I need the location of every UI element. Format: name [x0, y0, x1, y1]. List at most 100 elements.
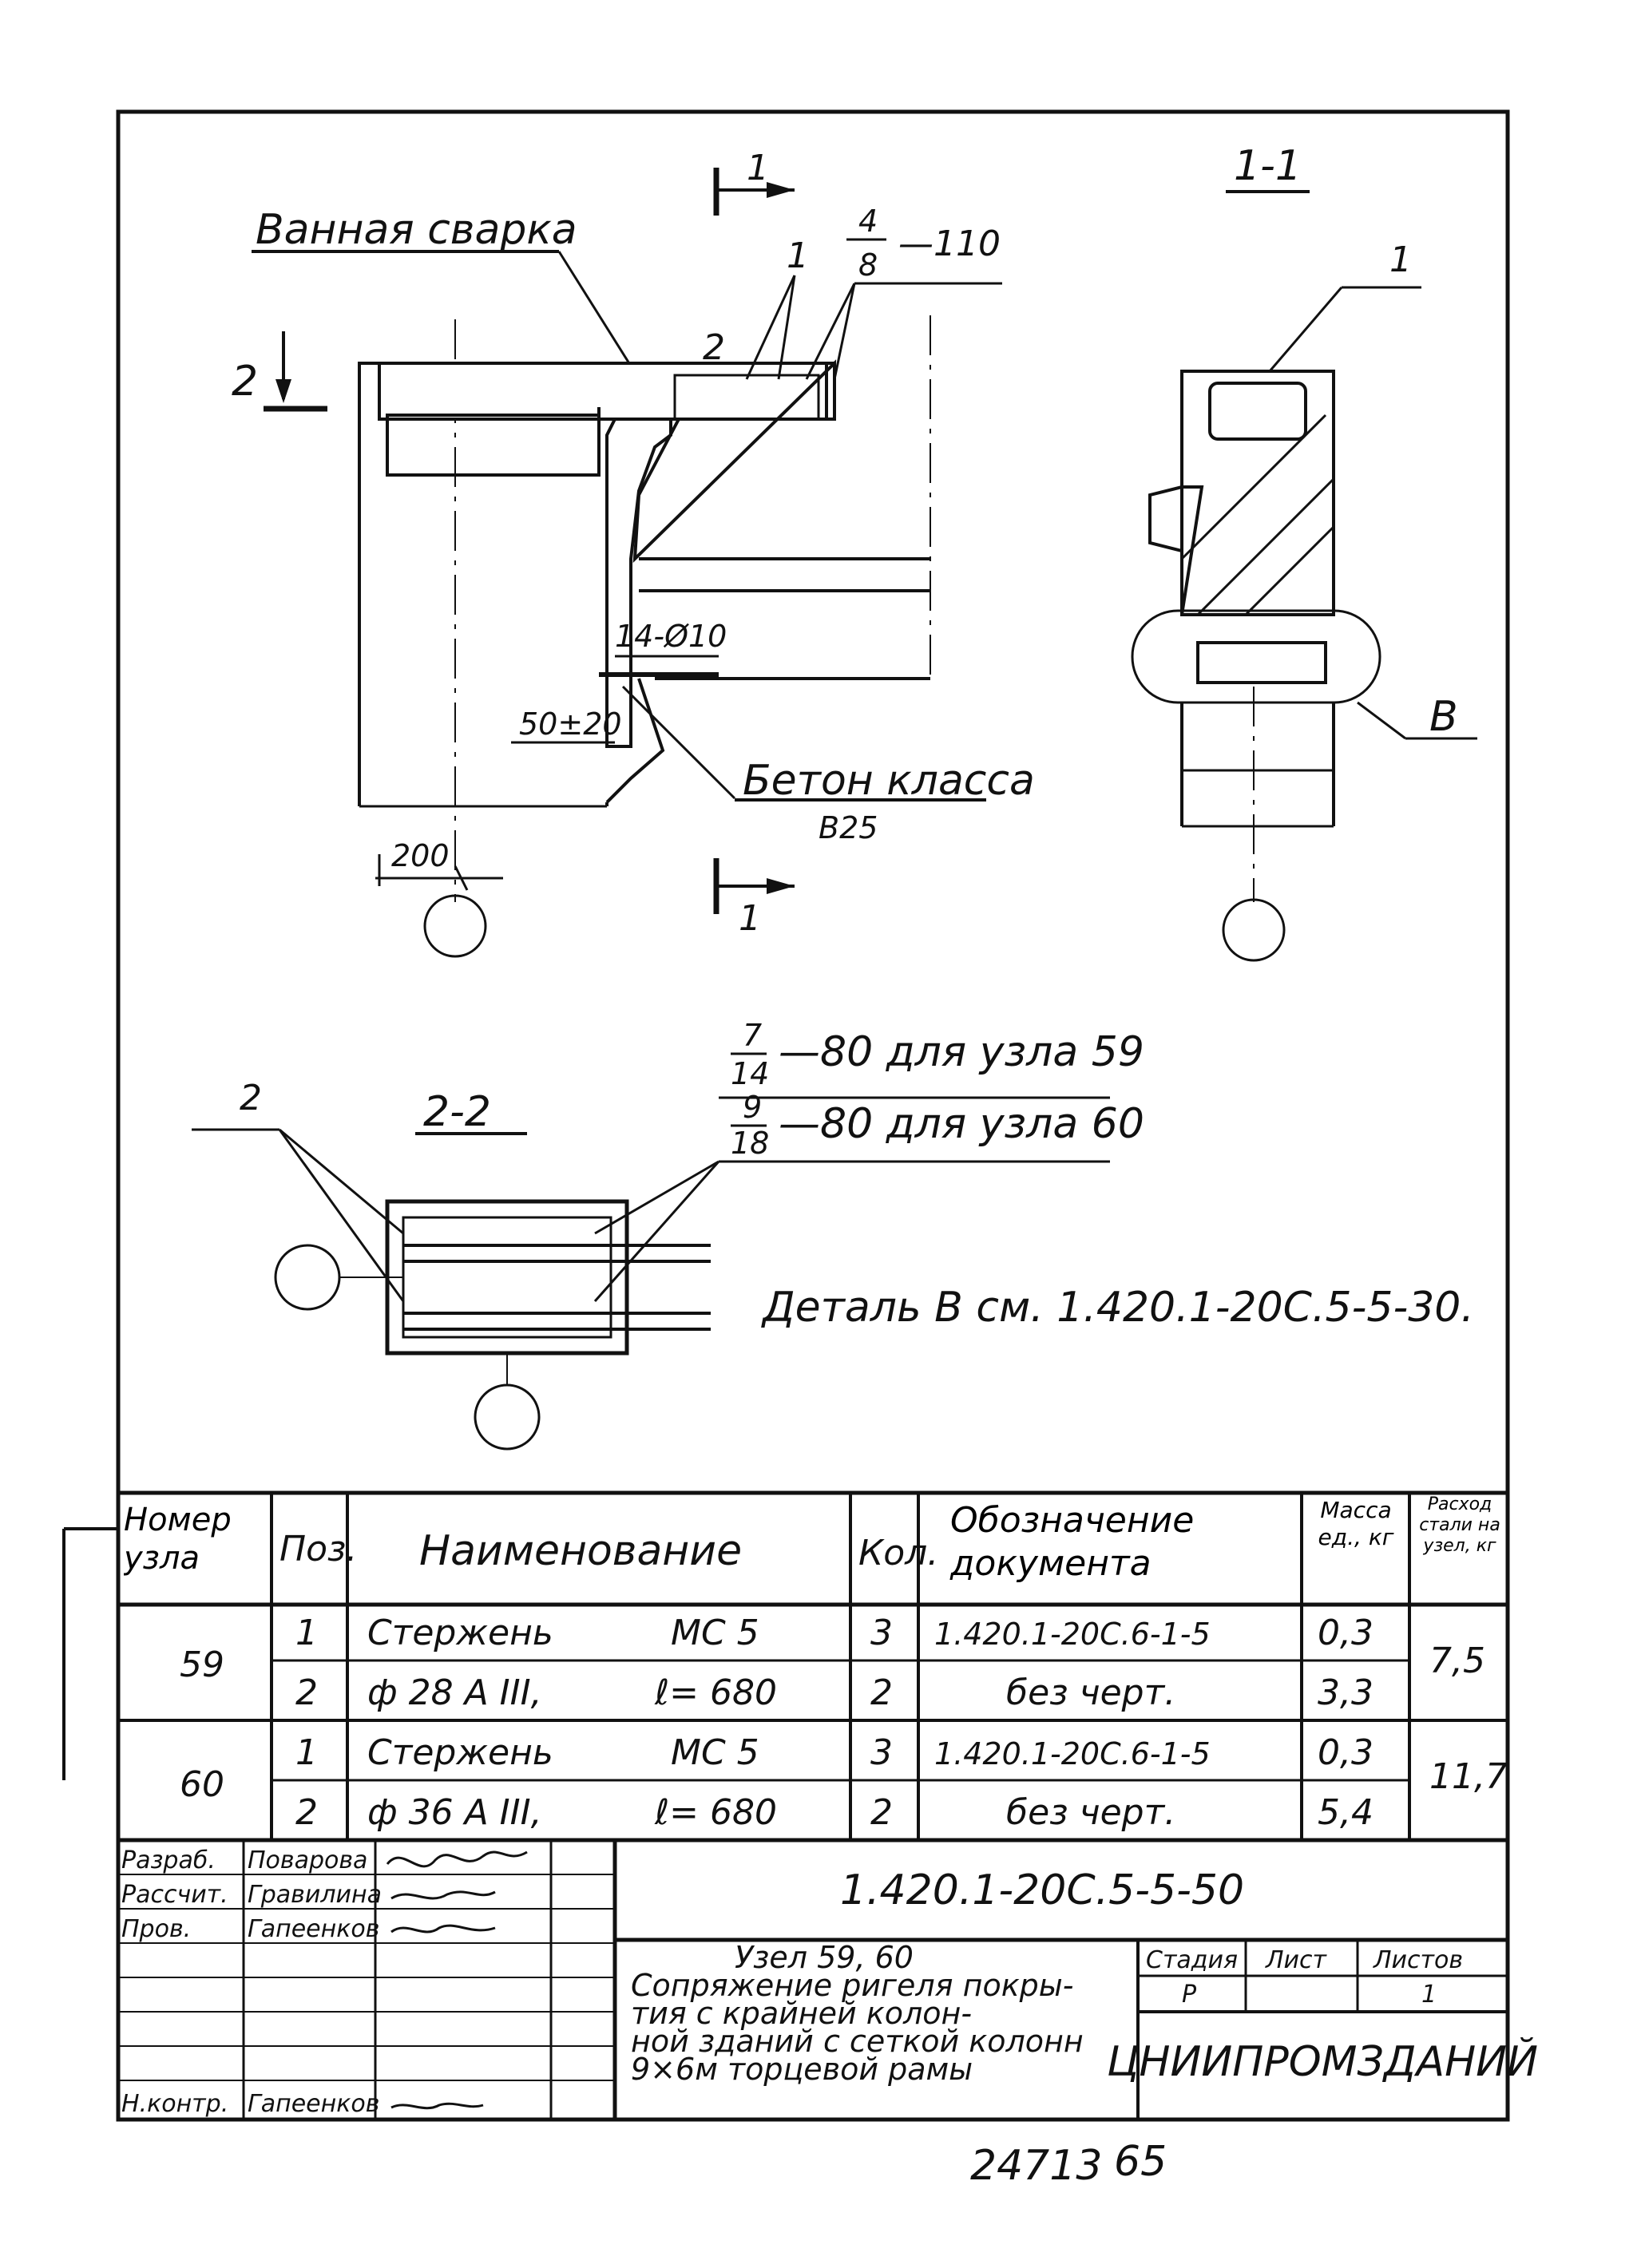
role-0: Разраб. — [121, 1846, 216, 1874]
title-line-1: Сопряжение ригеля покры- — [631, 1968, 1074, 2003]
dim-200: 200 — [391, 838, 450, 873]
row59-1-qty: 3 — [870, 1613, 893, 1653]
pos-1-callout: 1 — [787, 236, 809, 276]
weld60-frac-bottom: 18 — [731, 1126, 769, 1161]
row60-2-mark: ℓ= 680 — [654, 1792, 777, 1833]
row59-2-name: ф 28 А III, — [367, 1672, 542, 1713]
node-60: 60 — [180, 1764, 224, 1805]
concrete-label: Бетон класса — [743, 757, 1035, 805]
slab-rib — [386, 414, 601, 477]
concrete-leader — [621, 685, 736, 800]
title-line-0: Узел 59, 60 — [735, 1940, 914, 1975]
role-2: Пров. — [121, 1915, 191, 1943]
row60-1-pos: 1 — [295, 1732, 318, 1773]
row59-2-mark: ℓ= 680 — [654, 1672, 777, 1713]
sheet-label: Лист — [1265, 1946, 1328, 1974]
footer-number: 24713 — [970, 2142, 1102, 2190]
name-7: Гапеенков — [248, 2090, 379, 2118]
signature-1 — [390, 1890, 496, 1900]
weld-frac-bottom: 8 — [858, 247, 878, 283]
row59-2-pos: 2 — [295, 1672, 318, 1713]
title-block: Разраб. Рассчит. Пров. Н.контр. Поварова… — [118, 1840, 1538, 2122]
rebar-zone — [673, 374, 820, 421]
name-2: Гапеенков — [248, 1915, 379, 1943]
pos-2-callout: 2 — [703, 327, 725, 368]
role-7: Н.контр. — [121, 2090, 228, 2118]
steel-60: 11,7 — [1429, 1756, 1508, 1797]
row60-2-doc: без черт. — [1006, 1792, 1175, 1833]
footer-page: 65 — [1114, 2138, 1167, 2186]
row60-1-mark: МС 5 — [671, 1732, 759, 1773]
row60-2-mass: 5,4 — [1318, 1792, 1374, 1833]
row60-1-name: Стержень — [367, 1732, 553, 1773]
detail-b-callout — [1131, 609, 1381, 704]
title-line-3: ной зданий с сеткой колонн — [631, 2024, 1084, 2059]
row59-1-mass: 0,3 — [1318, 1613, 1374, 1653]
row59-1-doc: 1.420.1-20С.6-1-5 — [934, 1617, 1211, 1652]
row59-1-name: Стержень — [367, 1613, 553, 1653]
dim-50-20: 50±20 — [519, 707, 622, 742]
concrete-class: В25 — [819, 810, 878, 845]
axis-bubble-2-2-bottom — [474, 1383, 541, 1451]
title-line-2: тия с крайней колон- — [631, 1996, 972, 2031]
steel-59: 7,5 — [1429, 1641, 1485, 1681]
axis-bubble-left — [423, 894, 487, 958]
row60-2-qty: 2 — [870, 1792, 893, 1833]
rebar-note: 14-Ø10 — [615, 619, 727, 654]
row59-1-pos: 1 — [295, 1613, 318, 1653]
section-mark-1-num: 1 — [747, 148, 769, 188]
row60-1-doc: 1.420.1-20С.6-1-5 — [934, 1736, 1211, 1771]
row60-1-qty: 3 — [870, 1732, 893, 1773]
section-mark-1-bottom-num: 1 — [739, 898, 761, 939]
doc-code: 1.420.1-20С.5-5-50 — [840, 1866, 1244, 1914]
header-node: Номер узла — [124, 1502, 232, 1577]
weld-frac-top: 4 — [858, 204, 878, 239]
name-1: Гравилина — [248, 1881, 382, 1909]
detail-reference: Деталь В см. 1.420.1-20С.5-5-30. — [761, 1284, 1474, 1332]
weld-label: Ванная сварка — [256, 206, 577, 254]
section-bearing — [1196, 641, 1327, 684]
signature-7 — [390, 2102, 484, 2110]
weld59-text: —80 для узла 59 — [779, 1028, 1144, 1076]
row60-2-name: ф 36 А III, — [367, 1792, 542, 1833]
section-1-1-pos-1: 1 — [1389, 239, 1412, 280]
section-rebar-cage — [1208, 382, 1307, 441]
section-mark-2-num: 2 — [232, 358, 258, 406]
section-1-1-view: 1-1 1 В — [1131, 142, 1477, 962]
sheets-label: Листов — [1373, 1946, 1463, 1974]
role-1: Рассчит. — [121, 1881, 228, 1909]
signature-0 — [386, 1850, 528, 1868]
name-0: Поварова — [248, 1846, 367, 1874]
signature-2 — [390, 1924, 496, 1934]
section-2-2-pos-2: 2 — [240, 1078, 262, 1118]
header-doc: Обозначение документа — [950, 1500, 1195, 1584]
weld60-frac-top: 9 — [743, 1090, 762, 1125]
spec-table: Номер узла Поз. Наименование Кол. Обозна… — [118, 1490, 1508, 1843]
section-2-2-view: 2-2 2 7 14 —80 для узла 59 9 18 —80 для … — [192, 1018, 1474, 1451]
slab-section — [378, 362, 836, 421]
organization: ЦНИИПРОМЗДАНИЙ — [1107, 2037, 1538, 2086]
title-line-4: 9×6м торцевой рамы — [631, 2052, 973, 2087]
header-pos: Поз. — [279, 1529, 357, 1569]
weld-length: —110 — [898, 224, 1001, 264]
row59-2-qty: 2 — [870, 1672, 893, 1713]
header-steel: Расход стали на узел, кг — [1419, 1494, 1500, 1556]
node-59: 59 — [180, 1645, 224, 1685]
stage-label: Стадия — [1146, 1946, 1238, 1974]
section-2-2-title: 2-2 — [423, 1088, 491, 1136]
row60-2-pos: 2 — [295, 1792, 318, 1833]
row59-1-mark: МС 5 — [671, 1613, 759, 1653]
weld59-frac-bottom: 14 — [731, 1056, 769, 1091]
stage-value: Р — [1182, 1981, 1197, 2009]
axis-bubble-right — [1222, 898, 1286, 962]
weld59-frac-top: 7 — [743, 1018, 762, 1053]
beam-end — [632, 359, 836, 564]
section-1-1-title: 1-1 — [1234, 142, 1302, 190]
row59-2-mass: 3,3 — [1318, 1672, 1374, 1713]
elevation-view: Ванная сварка 1 2 14- — [232, 148, 1035, 958]
row60-1-mass: 0,3 — [1318, 1732, 1374, 1773]
row59-2-doc: без черт. — [1006, 1672, 1175, 1713]
sheets-value: 1 — [1421, 1981, 1437, 2009]
header-mass: Масса ед., кг — [1318, 1497, 1394, 1550]
